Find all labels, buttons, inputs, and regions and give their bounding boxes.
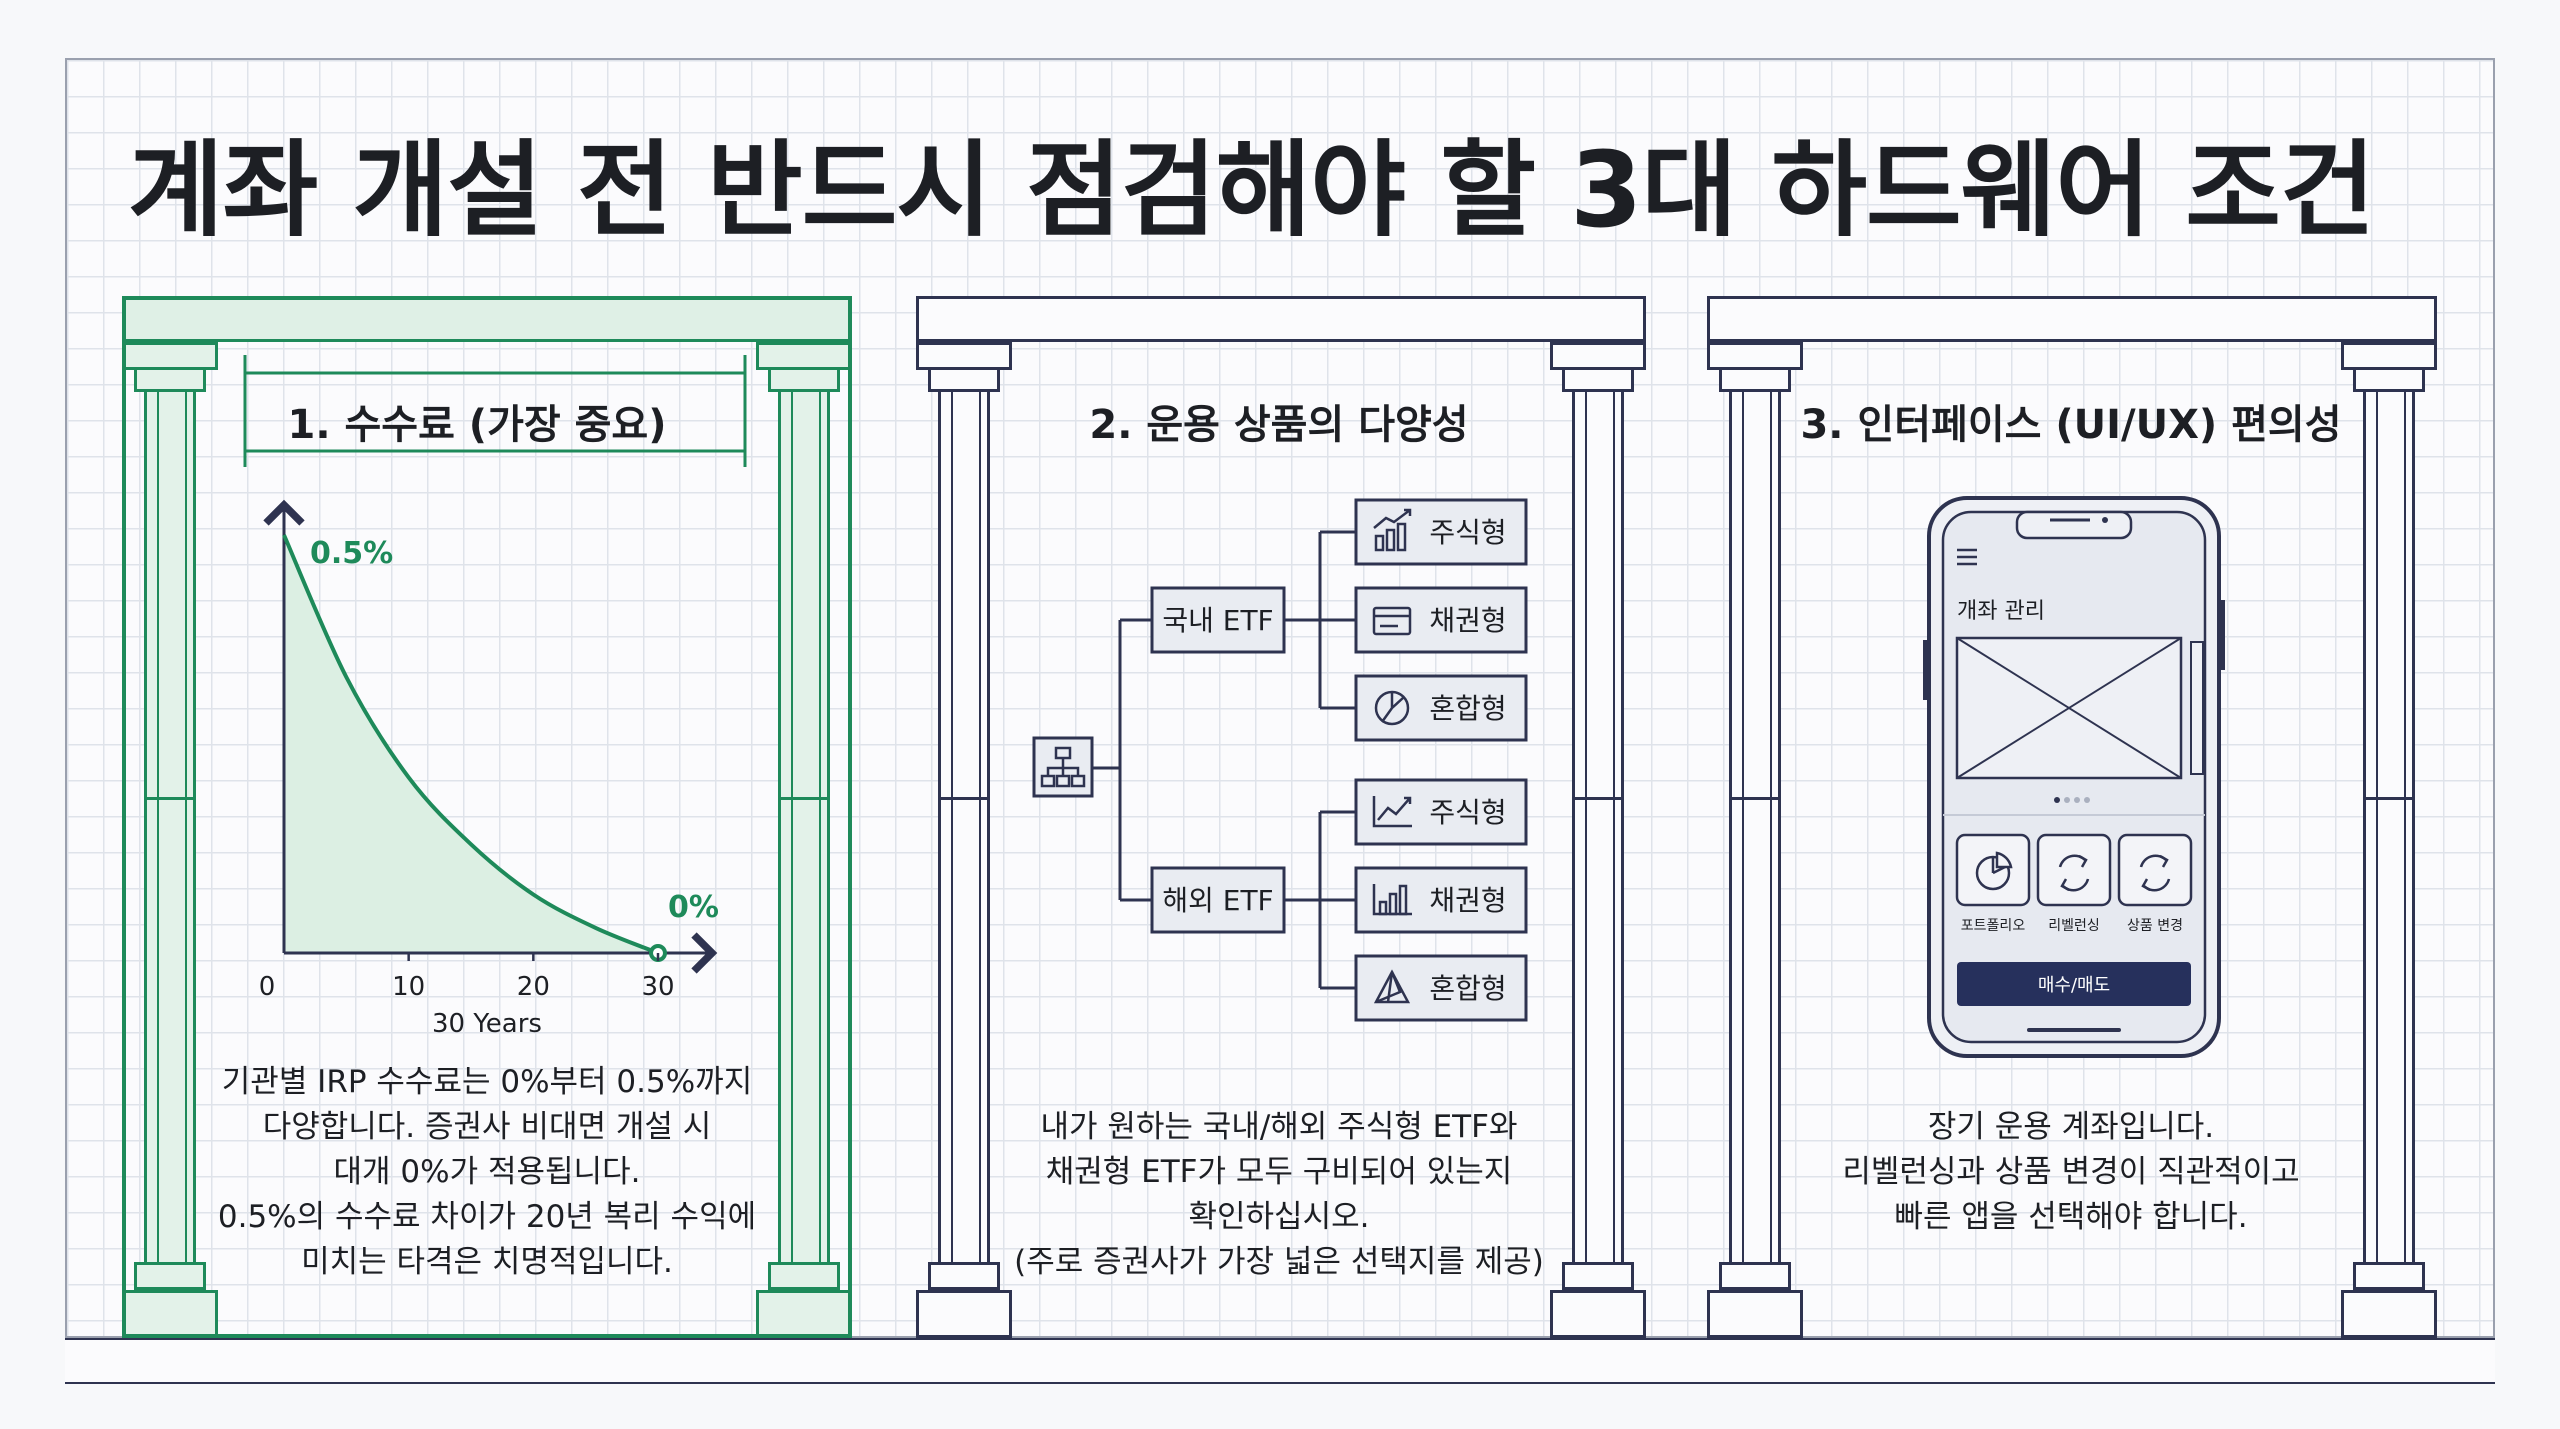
panel-2-line: 채권형 ETF가 모두 구비되어 있는지: [1045, 1154, 1513, 1190]
fee-curve: [282, 534, 659, 955]
column-left: [122, 342, 218, 1338]
floor-base: [65, 1338, 2495, 1384]
panel-2-line: 확인하십시오.: [1188, 1199, 1370, 1235]
panel-lintel: [122, 296, 852, 342]
pyramid-icon: [1373, 969, 1411, 1004]
item-label: 채권형: [1429, 604, 1506, 637]
panel-2-heading: 2. 운용 상품의 다양성: [1089, 402, 1469, 448]
panel-1-line: 대개 0%가 적용됩니다.: [333, 1154, 641, 1190]
item-domestic-mixed: 혼합형: [1354, 674, 1528, 742]
x-tick-label: 0: [259, 972, 276, 1002]
item-label: 채권형: [1429, 884, 1506, 917]
panel-products: [916, 296, 1646, 1338]
buy-sell-label: 매수/매도: [2038, 975, 2110, 996]
panel-3-heading: 3. 인터페이스 (UI/UX) 편의성: [1800, 402, 2342, 448]
menu-icon: [1957, 548, 1977, 566]
group-overseas-etf: 해외 ETF: [1150, 866, 1286, 934]
panel-lintel: [1707, 296, 2437, 342]
heading-bracket: [243, 355, 747, 467]
card-icon: [1372, 606, 1412, 636]
panel-2-line: (주로 증권사가 가장 넓은 선택지를 제공): [1014, 1244, 1544, 1280]
item-domestic-stock: 주식형: [1354, 498, 1528, 566]
phone-section-title: 개좌 관리: [1957, 599, 2045, 624]
panel-1-body: 기관별 IRP 수수료는 0%부터 0.5%까지 다양합니다. 증권사 비대면 …: [218, 1060, 756, 1285]
column-right: [756, 342, 852, 1338]
hierarchy-icon: [1032, 736, 1094, 798]
panel-3-line: 장기 운용 계좌입니다.: [1927, 1109, 2215, 1145]
column-left: [916, 342, 1012, 1338]
phone-button-product-change[interactable]: 상품 변경: [2117, 833, 2193, 934]
bar-growth-icon: [1373, 508, 1412, 552]
item-overseas-mixed: 혼합형: [1354, 954, 1528, 1022]
annotation-start: 0.5%: [310, 536, 393, 571]
item-overseas-stock: 주식형: [1354, 778, 1528, 846]
phone-button-label: 상품 변경: [2127, 918, 2183, 934]
line-chart-icon: [1372, 796, 1412, 828]
phone-button-portfolio[interactable]: 포트폴리오: [1955, 833, 2031, 934]
panel-fees: [122, 296, 852, 1338]
column-right: [1550, 342, 1646, 1338]
panel-3-body: 장기 운용 계좌입니다. 리벨런싱과 상품 변경이 직관적이고 빠른 앱을 선택…: [1842, 1105, 2299, 1240]
group-label: 해외 ETF: [1162, 884, 1273, 917]
annotation-end: 0%: [668, 890, 719, 925]
bar-chart-icon: [1372, 884, 1412, 916]
item-label: 주식형: [1429, 516, 1506, 549]
column-left: [1707, 342, 1803, 1338]
pie-icon: [1975, 851, 2013, 891]
fee-area-fill: [284, 535, 658, 953]
pie-icon: [1374, 690, 1410, 726]
panel-1-line: 미치는 타격은 치명적입니다.: [301, 1244, 673, 1280]
phone-button-rebalancing[interactable]: 리벨런싱: [2036, 833, 2112, 934]
panel-1-heading: 1. 수수료 (가장 중요): [287, 402, 667, 448]
panel-1-line: 0.5%의 수수료 차이가 20년 복리 수익에: [217, 1199, 757, 1235]
page-title: 계좌 개설 전 반드시 점검해야 할 3대 하드웨어 조건: [128, 129, 2376, 251]
group-domestic-etf: 국내 ETF: [1150, 586, 1286, 654]
item-label: 혼합형: [1429, 972, 1506, 1005]
fee-decay-chart: 0.5% 0% 0 10 20 30 30 Years: [259, 499, 719, 1039]
item-label: 주식형: [1429, 796, 1506, 829]
panel-2-body: 내가 원하는 국내/해외 주식형 ETF와 채권형 ETF가 모두 구비되어 있…: [1014, 1105, 1544, 1285]
group-label: 국내 ETF: [1162, 604, 1273, 637]
x-tick-label: 20: [517, 972, 550, 1002]
panel-1-line: 기관별 IRP 수수료는 0%부터 0.5%까지: [221, 1064, 753, 1100]
phone-mockup: 개좌 관리 포트폴리오 리벨런싱 상품 변경: [1923, 496, 2225, 1058]
etf-tree-diagram: 국내 ETF 해외 ETF 주식형 채권형 혼합형 주식형: [1032, 498, 1528, 1022]
image-placeholder: [1955, 636, 2204, 780]
x-tick-label: 10: [392, 972, 425, 1002]
carousel-dots: [2054, 797, 2090, 803]
buy-sell-button[interactable]: 매수/매도: [1957, 962, 2191, 1006]
item-overseas-bond: 채권형: [1354, 866, 1528, 934]
x-tick-label: 30: [641, 972, 674, 1002]
panel-3-line: 리벨런싱과 상품 변경이 직관적이고: [1842, 1154, 2300, 1190]
item-label: 혼합형: [1429, 692, 1506, 725]
panel-2-line: 내가 원하는 국내/해외 주식형 ETF와: [1040, 1109, 1518, 1145]
phone-button-label: 리벨런싱: [2048, 918, 2100, 934]
cycle-icon: [2058, 854, 2090, 892]
phone-button-label: 포트폴리오: [1961, 918, 2026, 934]
column-right: [2341, 342, 2437, 1338]
panel-lintel: [916, 296, 1646, 342]
refresh-icon: [2139, 854, 2171, 892]
panel-3-line: 빠른 앱을 선택해야 합니다.: [1894, 1199, 2248, 1235]
panel-interface: [1707, 296, 2437, 1338]
x-axis-label: 30 Years: [432, 1009, 542, 1039]
item-domestic-bond: 채권형: [1354, 586, 1528, 654]
panel-1-line: 다양합니다. 증권사 비대면 개설 시: [262, 1109, 712, 1145]
